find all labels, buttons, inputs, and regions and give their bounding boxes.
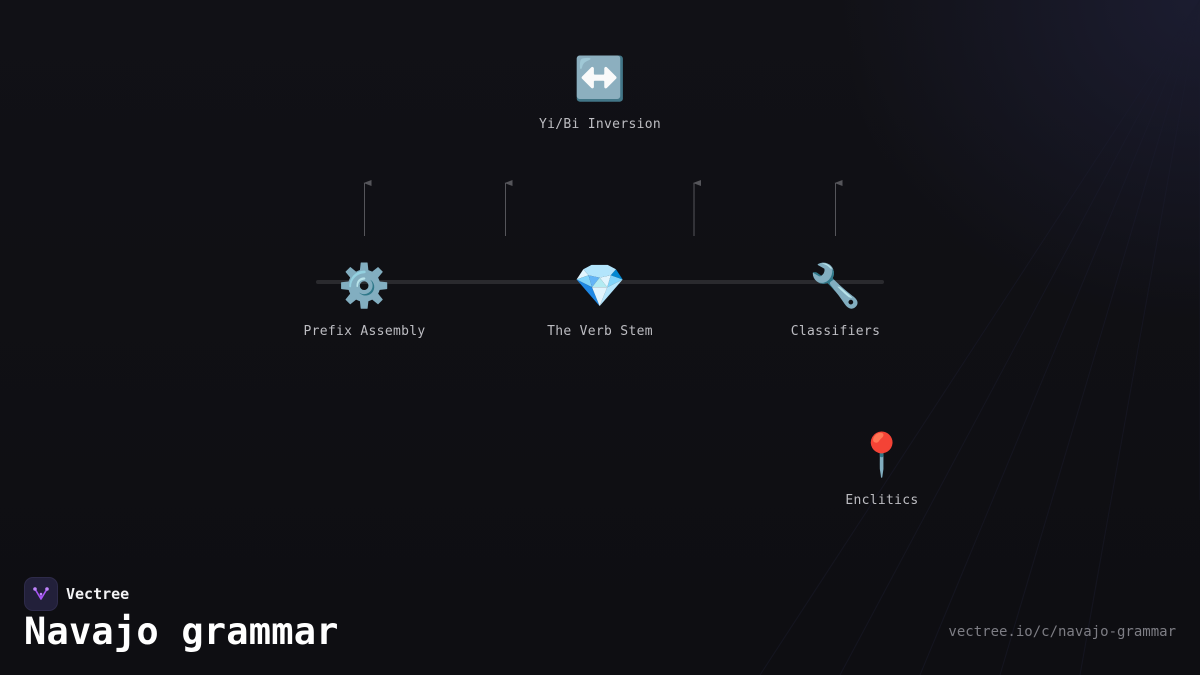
vectree-logo-icon	[24, 577, 58, 611]
node-verb-stem[interactable]: 💎 The Verb Stem	[510, 260, 690, 339]
node-label: The Verb Stem	[547, 324, 653, 339]
brand[interactable]: Vectree	[24, 577, 129, 611]
gem-icon: 💎	[573, 261, 627, 310]
node-label: Classifiers	[790, 324, 881, 339]
pin-icon: 📍	[855, 430, 909, 479]
node-prefix-assembly[interactable]: ⚙️ Prefix Assembly	[275, 260, 455, 339]
page-url[interactable]: vectree.io/c/navajo-grammar	[948, 624, 1176, 640]
brand-name: Vectree	[66, 585, 130, 603]
left-right-arrow-icon: ↔️	[573, 54, 627, 103]
wrench-icon: 🔧	[809, 261, 862, 310]
node-label: Enclitics	[845, 493, 919, 508]
node-label: Prefix Assembly	[303, 324, 426, 339]
gear-icon: ⚙️	[338, 261, 391, 310]
node-classifiers[interactable]: 🔧 Classifiers	[746, 260, 926, 339]
node-yibi-inversion[interactable]: ↔️ Yi/Bi Inversion	[510, 53, 690, 132]
node-label: Yi/Bi Inversion	[539, 117, 661, 132]
node-enclitics[interactable]: 📍 Enclitics	[792, 429, 972, 508]
page-title: Navajo grammar	[24, 610, 339, 653]
